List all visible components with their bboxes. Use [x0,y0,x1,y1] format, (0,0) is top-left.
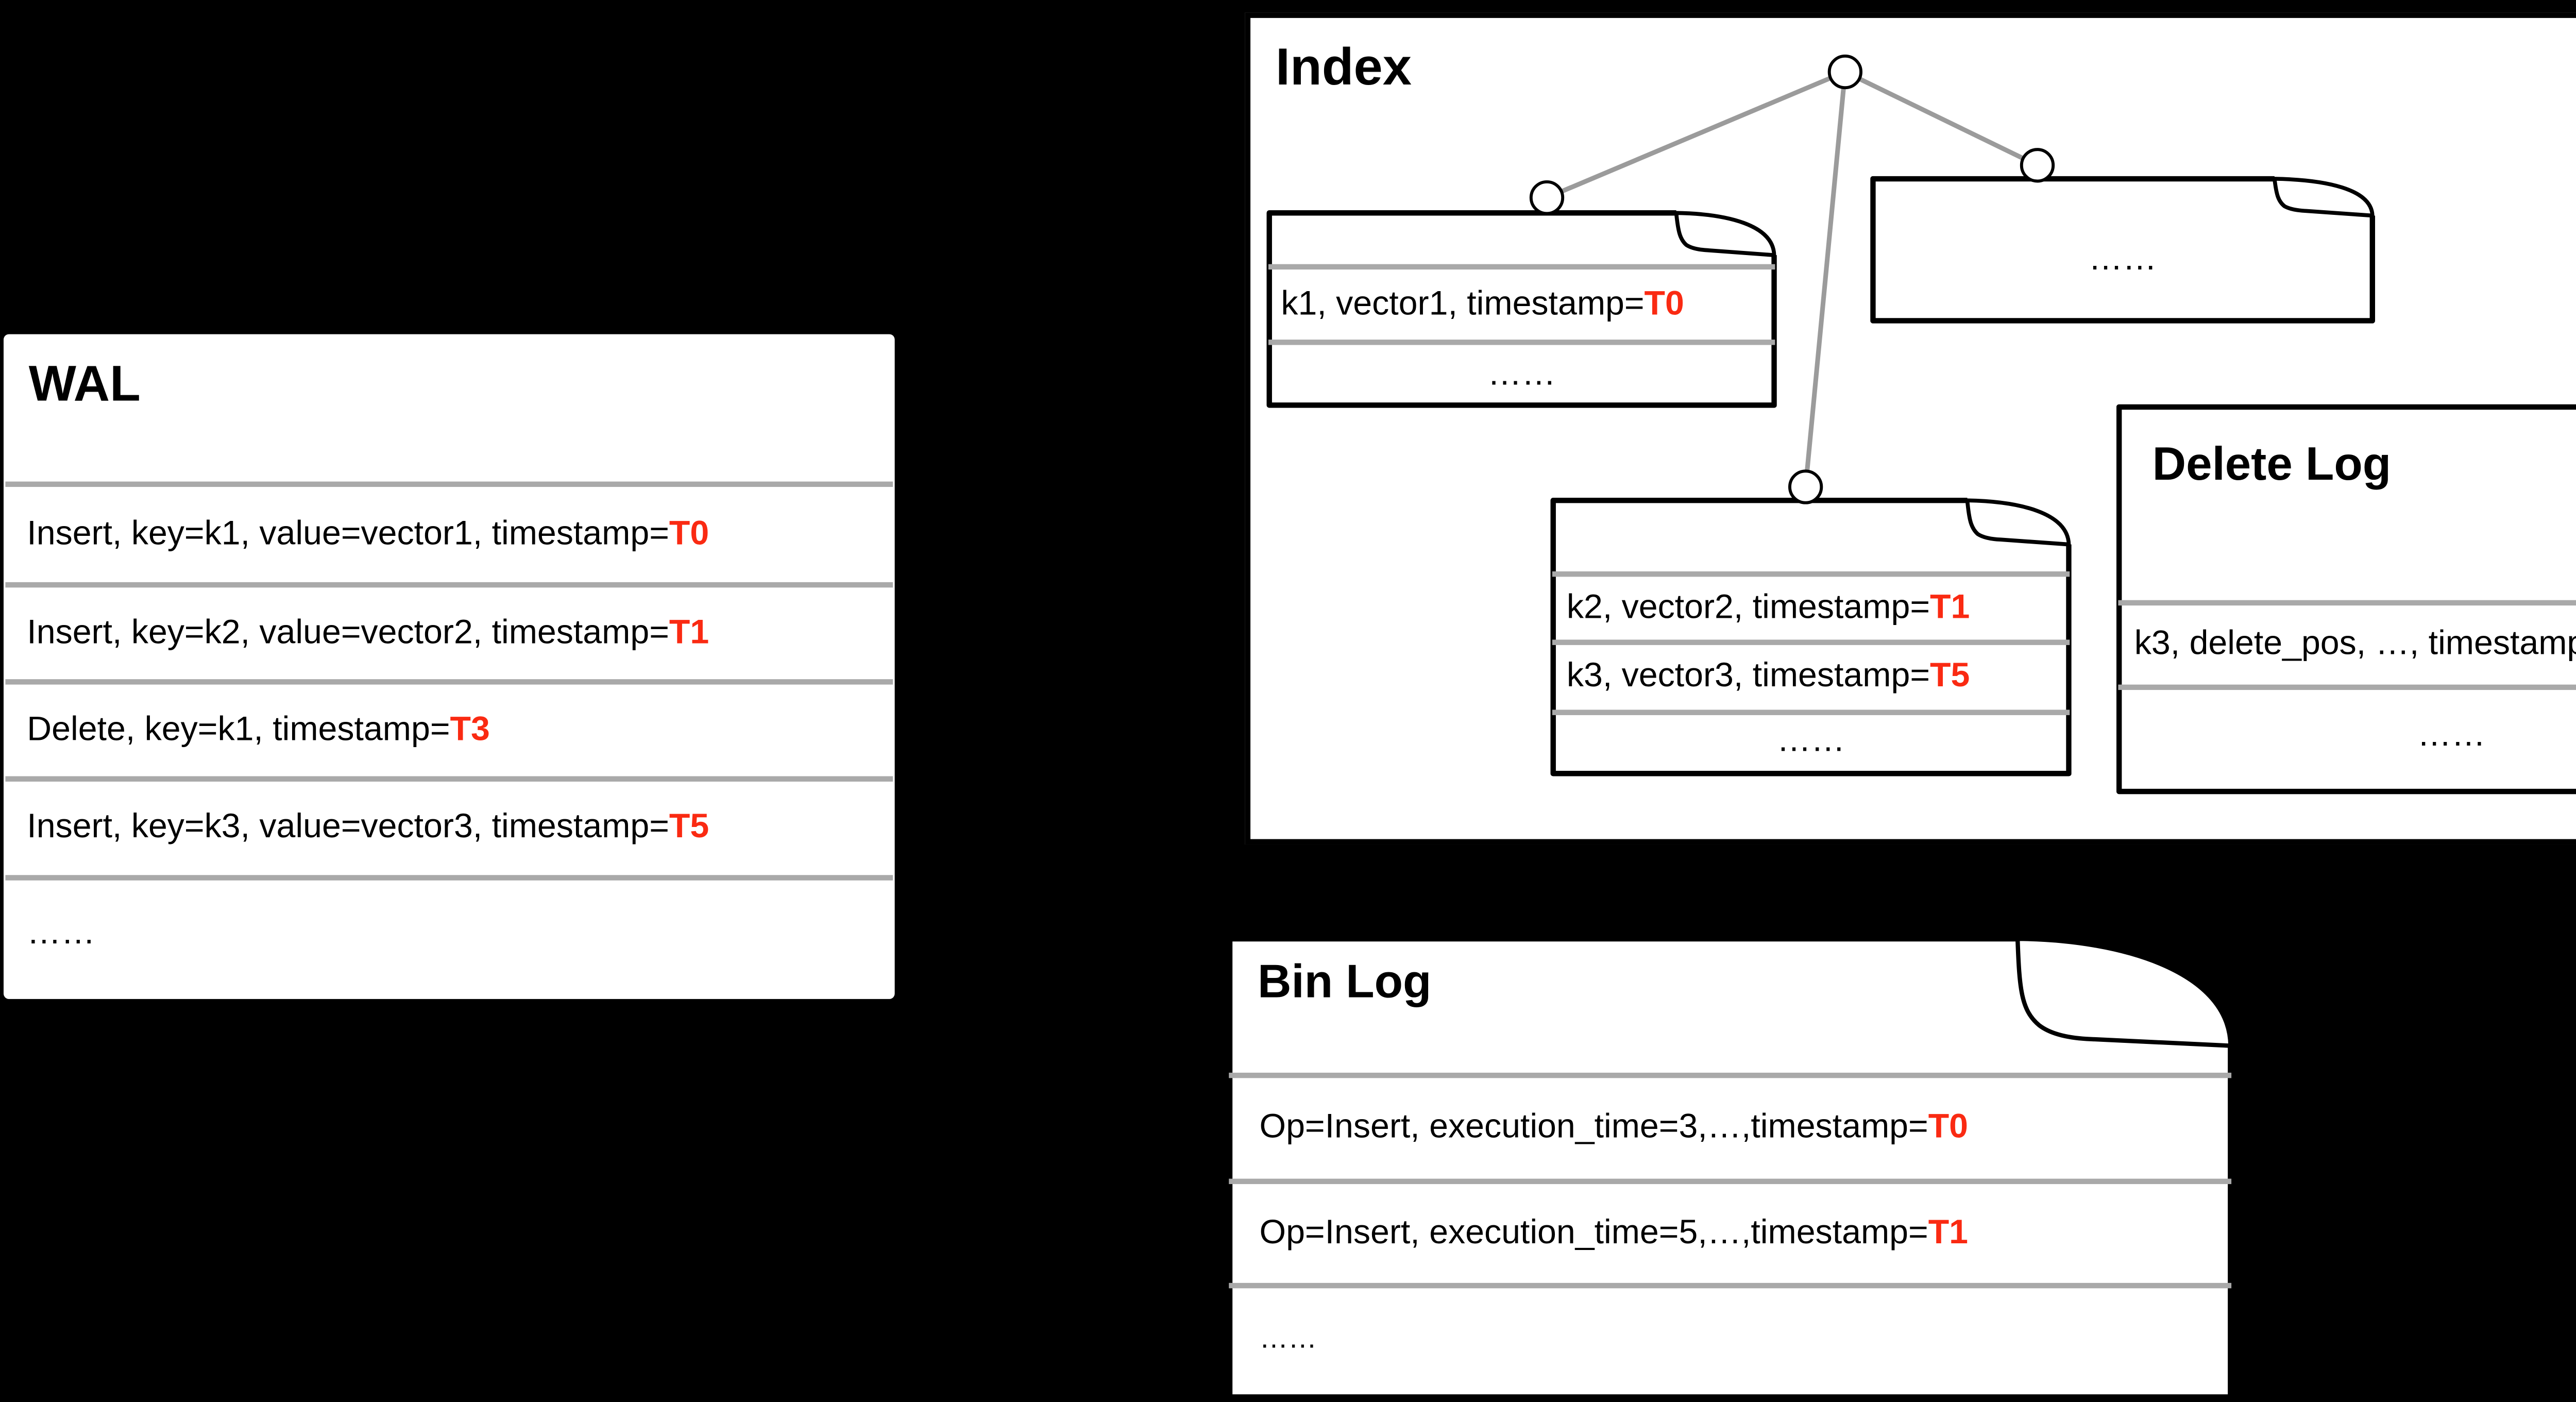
divider [1552,710,2070,715]
divider [5,481,893,487]
index-segment-file-2: …… [1870,176,2376,324]
divider [5,875,893,881]
ellipsis-text: …… [1259,1324,1317,1355]
delete-log-title: Delete Log [2152,436,2392,491]
index-panel: Index k1, vector1, timestamp=T0 …… [1245,12,2576,844]
document-shape [2116,404,2576,795]
bin-log-document: Bin Log Op=Insert, execution_time=3,…,ti… [1227,936,2233,1400]
segment-more-row: …… [1550,715,2071,769]
wal-log-row: Delete, key=k1, timestamp=T3 [4,685,895,776]
page-fold [1674,211,1776,258]
divider [5,776,893,782]
timestamp-value: T5 [1930,657,1970,696]
page-border [1227,936,2233,1400]
page-border [2116,404,2576,795]
document-shape [1266,210,1777,408]
delete-log-more-row: …… [2116,690,2576,783]
log-entry-text: k1, vector1, timestamp= [1281,284,1645,323]
divider [2118,684,2576,690]
index-segment-file-1: k1, vector1, timestamp=T0 …… [1266,210,1777,408]
divider [1229,1072,2232,1078]
page-border [1550,497,2072,776]
ellipsis-text: …… [2088,241,2157,279]
log-entry-text: Op=Insert, execution_time=5,…,timestamp= [1259,1213,1928,1252]
page-border [1266,210,1777,408]
divider [1552,571,2070,577]
page-fold [2015,936,2233,1048]
ellipsis-text: …… [1487,354,1556,393]
page-body [1553,500,2069,774]
page-fold [2272,177,2375,218]
log-entry-text: Insert, key=k1, value=vector1, timestamp… [27,515,669,553]
bin-log-title: Bin Log [1258,954,1432,1008]
divider [1229,1282,2232,1289]
tree-node [1529,180,1565,215]
log-entry-text: k2, vector2, timestamp= [1566,588,1930,627]
log-entry-text: k3, delete_pos, …, timestamp= [2134,625,2576,663]
tree-edge [1803,72,1848,487]
log-entry-text: Insert, key=k3, value=vector3, timestamp… [27,808,669,847]
log-entry-text: Insert, key=k2, value=vector2, timestamp… [27,613,669,652]
wal-log-row: Insert, key=k2, value=vector2, timestamp… [4,587,895,679]
tree-edge [1844,70,2039,167]
timestamp-value: T1 [1930,588,1970,627]
timestamp-value: T0 [669,515,709,553]
page-fold [1965,498,2071,547]
segment-more-row: …… [1870,215,2375,305]
wal-more-row: …… [4,881,895,988]
page-body [1269,213,1774,406]
divider [1268,264,1775,270]
divider [1229,1178,2232,1185]
segment-row: k1, vector1, timestamp=T0 [1266,269,1776,340]
segment-more-row: …… [1266,345,1776,404]
wal-panel: WAL Insert, key=k1, value=vector1, times… [3,334,895,999]
tree-node [1827,54,1863,90]
index-title: Index [1275,39,1412,97]
wal-log-row: Insert, key=k1, value=vector1, timestamp… [4,487,895,582]
ellipsis-text: …… [2417,717,2486,755]
index-segment-file-3: k2, vector2, timestamp=T1 k3, vector3, t… [1550,497,2072,776]
ellipsis-text: …… [1776,722,1845,761]
page-border [1870,176,2376,324]
bin-log-more-row: …… [1227,1288,2233,1392]
timestamp-value: T3 [450,711,490,749]
tree-edge [1546,70,1846,200]
segment-row: k3, vector3, timestamp=T5 [1550,645,2071,710]
wal-log-row: Insert, key=k3, value=vector3, timestamp… [4,782,895,875]
timestamp-value: T1 [1928,1213,1969,1252]
delete-log-document: Delete Log k3, delete_pos, …, timestamp=… [2116,404,2576,795]
timestamp-value: T0 [1644,284,1684,323]
bin-log-row: Op=Insert, execution_time=3,…,timestamp=… [1227,1078,2233,1178]
divider [2118,600,2576,606]
log-entry-text: k3, vector3, timestamp= [1566,657,1930,696]
timestamp-value: T5 [669,808,709,847]
ellipsis-text: …… [27,914,95,953]
log-entry-text: Delete, key=k1, timestamp= [27,711,450,749]
delete-log-row: k3, delete_pos, …, timestamp=T3 [2116,605,2576,684]
timestamp-value: T1 [669,613,709,652]
divider [5,679,893,685]
bin-log-row: Op=Insert, execution_time=5,…,timestamp=… [1227,1184,2233,1283]
page-body [1873,178,2372,321]
divider [1268,340,1775,345]
document-shape [1550,497,2072,776]
page-body [2119,407,2576,792]
wal-title: WAL [28,356,141,412]
document-shape [1227,936,2233,1400]
timestamp-value: T0 [1928,1108,1969,1146]
document-shape [1870,176,2376,324]
divider [5,582,893,588]
segment-row: k2, vector2, timestamp=T1 [1550,577,2071,639]
log-entry-text: Op=Insert, execution_time=3,…,timestamp= [1259,1108,1928,1146]
divider [1552,639,2070,645]
page-body [1229,939,2231,1397]
